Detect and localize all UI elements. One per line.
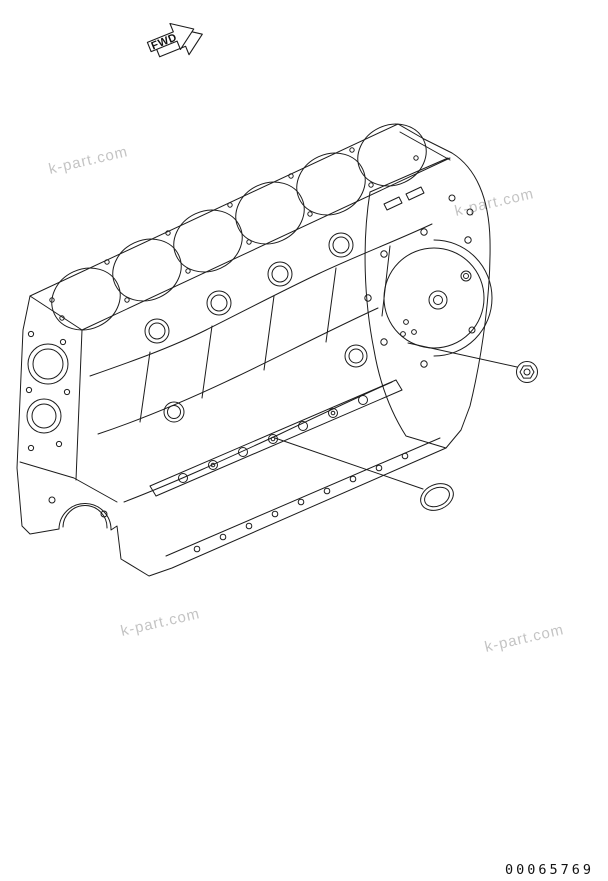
- leader-line: [407, 342, 518, 368]
- core-plug-inner: [167, 405, 181, 419]
- front-face: [89, 223, 441, 557]
- vertical-ribs: [139, 245, 391, 423]
- lower-slab-edge: [19, 461, 118, 503]
- leader-line: [274, 437, 424, 490]
- watermark-text: k-part.com: [453, 185, 536, 220]
- flywheel-housing: [364, 131, 493, 449]
- cylinder-bore: [51, 267, 121, 331]
- cylinder-bore: [112, 238, 182, 302]
- block-silhouette: [16, 123, 491, 577]
- hex-plug-part: [516, 361, 538, 383]
- cylinder-bore: [173, 209, 243, 273]
- core-plug-inner: [348, 348, 364, 364]
- housing-center-hole-inner: [433, 295, 443, 305]
- cylinder-bore: [235, 181, 305, 245]
- water-port-plugs: [144, 232, 354, 344]
- part-number: 00065769: [505, 862, 594, 878]
- casting-line-lower: [123, 381, 393, 503]
- cylinder-bores: [51, 123, 427, 331]
- deck-left-edge: [29, 295, 83, 331]
- left-face-divider: [75, 329, 83, 481]
- left-face-opening-inner: [32, 348, 64, 380]
- left-end-face: [19, 329, 118, 529]
- watermarks: k-part.com k-part.com k-part.com k-part.…: [47, 143, 566, 656]
- cup-plug-callout: [274, 437, 454, 511]
- engine-block-drawing: [16, 123, 538, 577]
- casting-line-middle: [97, 307, 379, 435]
- fwd-arrow: FWD: [146, 22, 203, 58]
- fwd-arrow-label: FWD: [150, 31, 179, 52]
- watermark-text: k-part.com: [483, 621, 566, 656]
- hex-plug-callout: [407, 342, 538, 383]
- notch-inner-arc: [62, 505, 108, 529]
- side-gallery-strip: [149, 379, 403, 497]
- slab-hole: [48, 496, 56, 504]
- bottom-rail: [165, 437, 441, 557]
- housing-center-hole: [428, 290, 448, 310]
- cylinder-bore: [296, 152, 366, 216]
- left-face-opening: [27, 343, 69, 385]
- housing-slots: [383, 131, 451, 211]
- watermark-text: k-part.com: [47, 143, 130, 178]
- housing-boundary: [364, 157, 449, 449]
- housing-bore: [383, 247, 485, 349]
- watermark-text: k-part.com: [119, 605, 202, 640]
- housing-small-bosses: [400, 270, 472, 337]
- left-face-opening: [26, 398, 62, 434]
- cylinder-bore: [357, 123, 427, 187]
- housing-bolt-holes: [364, 194, 476, 368]
- deck-bolt-holes: [49, 147, 419, 321]
- core-plug: [163, 401, 185, 423]
- slab-hole: [100, 510, 108, 518]
- core-plug: [344, 344, 368, 368]
- left-face-opening-inner: [31, 403, 57, 429]
- housing-rim-arc: [433, 239, 493, 357]
- cup-plug-part: [420, 483, 454, 511]
- fwd-arrow-outline: [146, 22, 195, 53]
- left-face-holes: [25, 330, 71, 452]
- cylinder-deck: [29, 123, 451, 331]
